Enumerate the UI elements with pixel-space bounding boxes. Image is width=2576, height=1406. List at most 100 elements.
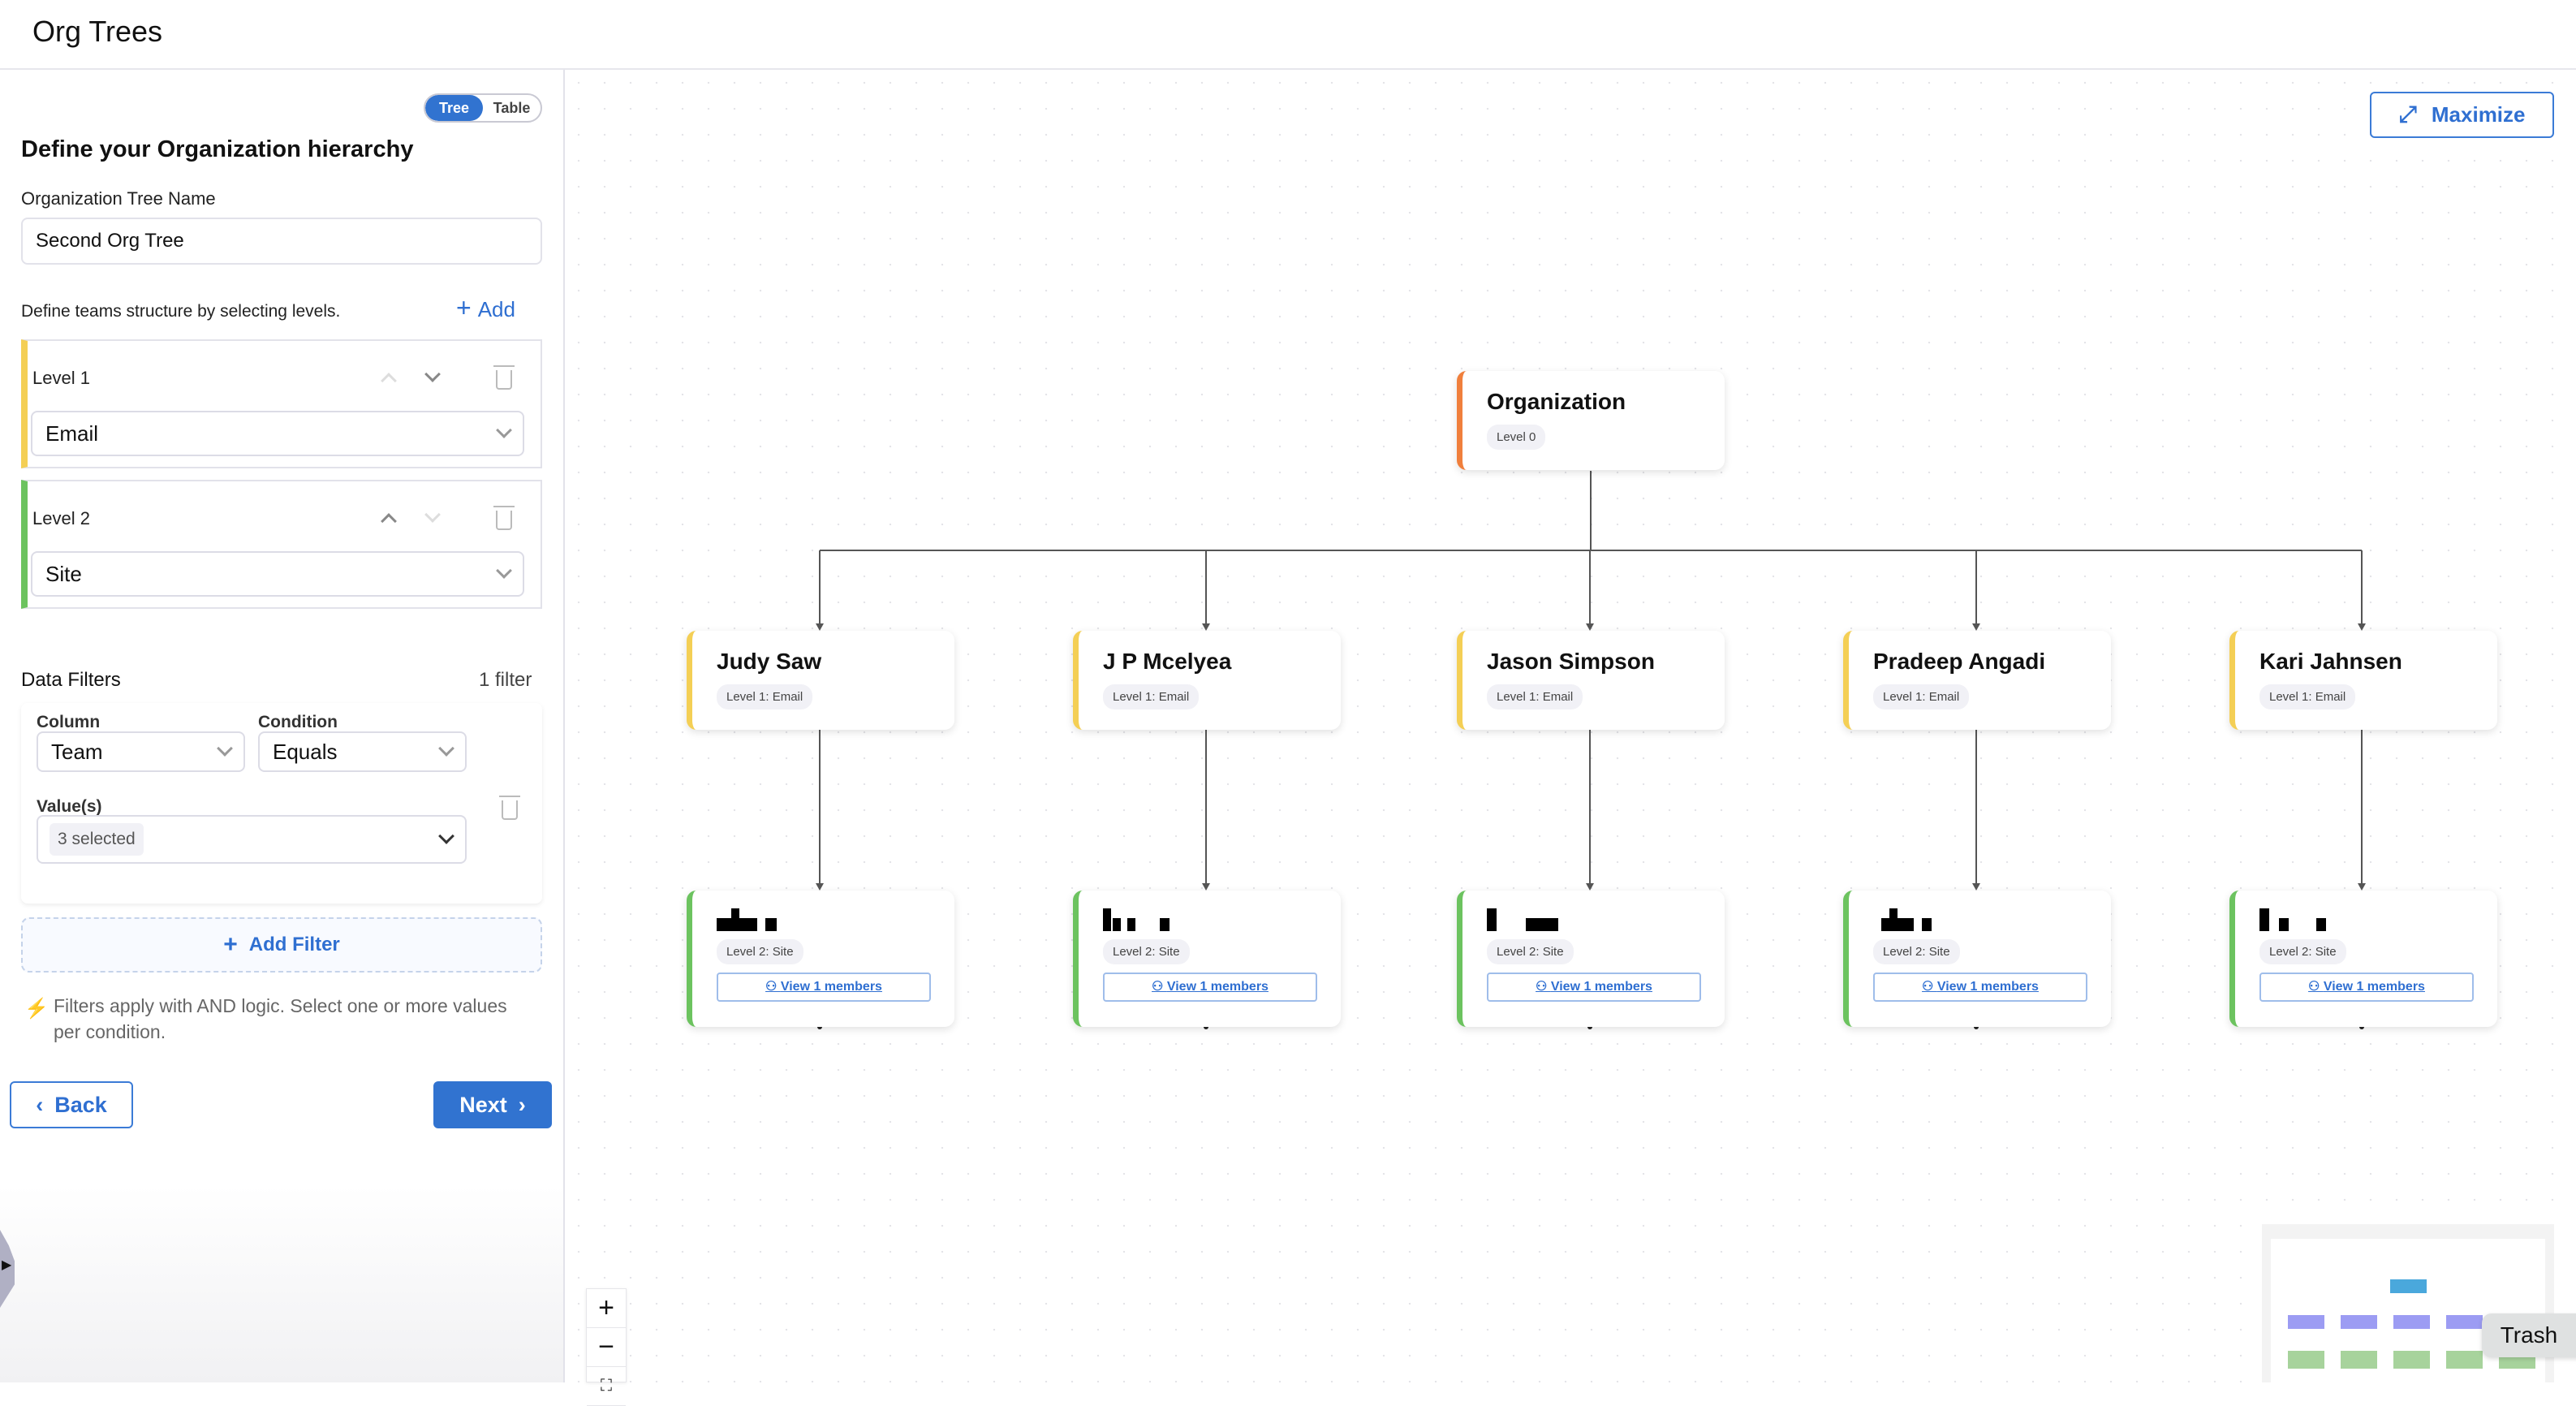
add-filter-label: Add Filter xyxy=(248,934,340,955)
users-icon: ⚇ xyxy=(1922,980,1937,994)
trash-icon[interactable] xyxy=(493,506,515,530)
condition-select[interactable]: Equals xyxy=(258,731,467,772)
users-icon: ⚇ xyxy=(1536,980,1551,994)
toggle-table[interactable]: Table xyxy=(493,99,531,116)
toggle-tree[interactable]: Tree xyxy=(425,95,483,121)
node-level2[interactable]: Level 2: Site ⚇ View 1 members xyxy=(687,891,954,1027)
node-level2[interactable]: Level 2: Site ⚇ View 1 members xyxy=(1457,891,1725,1027)
node-level2[interactable]: Level 2: Site ⚇ View 1 members xyxy=(1073,891,1341,1027)
back-button[interactable]: ‹ Back xyxy=(10,1081,133,1128)
delete-filter-icon[interactable] xyxy=(499,796,520,820)
trash-icon[interactable] xyxy=(493,365,515,390)
arrow-head xyxy=(2358,623,2366,631)
members-label: View 1 members xyxy=(1936,980,2039,994)
level-2-select[interactable]: Site xyxy=(31,551,524,597)
node-organization[interactable]: Organization Level 0 xyxy=(1457,371,1725,470)
node-level1[interactable]: Jason Simpson Level 1: Email xyxy=(1457,631,1725,730)
section-heading: Define your Organization hierarchy xyxy=(21,136,414,162)
node-name: J P Mcelyea xyxy=(1103,649,1232,674)
level-pill: Level 1: Email xyxy=(2259,684,2356,709)
chevron-left-icon: ‹ xyxy=(36,1092,44,1117)
node-level1[interactable]: Pradeep Angadi Level 1: Email xyxy=(1843,631,2111,730)
values-select[interactable]: 3 selected xyxy=(37,815,467,864)
selected-count-chip: 3 selected xyxy=(50,823,144,856)
minimap-level2 xyxy=(2341,1351,2377,1369)
view-members-button[interactable]: ⚇ View 1 members xyxy=(1873,973,2087,1002)
arrow-head xyxy=(1586,623,1594,631)
minimap-level1 xyxy=(2393,1315,2430,1329)
view-members-button[interactable]: ⚇ View 1 members xyxy=(1103,973,1317,1002)
minimap[interactable] xyxy=(2262,1224,2554,1382)
select-value: Team xyxy=(51,739,103,764)
level-label: Level 2 xyxy=(32,508,90,528)
arrow-head xyxy=(1972,883,1980,891)
level-pill: Level 2: Site xyxy=(1103,939,1190,964)
plus-icon: + xyxy=(456,293,472,322)
page-title: Org Trees xyxy=(32,15,163,48)
trash-tooltip: Trash xyxy=(2482,1313,2576,1357)
add-label: Add xyxy=(477,297,515,321)
filter-card: Column Condition Team Equals Value(s) 3 … xyxy=(21,703,542,904)
node-name: Judy Saw xyxy=(717,649,822,674)
view-members-button[interactable]: ⚇ View 1 members xyxy=(1487,973,1701,1002)
fit-view-icon[interactable]: ⛶ xyxy=(587,1367,626,1406)
node-name: Kari Jahnsen xyxy=(2259,649,2402,674)
plus-icon: + xyxy=(223,931,238,958)
view-members-button[interactable]: ⚇ View 1 members xyxy=(717,973,931,1002)
add-level-button[interactable]: + Add xyxy=(456,293,515,322)
column-select[interactable]: Team xyxy=(37,731,245,772)
level-1-select[interactable]: Email xyxy=(31,411,524,456)
maximize-button[interactable]: ⤢ Maximize xyxy=(2370,92,2554,138)
members-label: View 1 members xyxy=(780,980,882,994)
next-button[interactable]: Next› xyxy=(433,1081,552,1128)
arrow-head xyxy=(1202,623,1210,631)
back-label: Back xyxy=(54,1092,107,1117)
tree-name-input[interactable]: Second Org Tree xyxy=(21,218,542,265)
zoom-controls: + − ⛶ xyxy=(586,1288,627,1406)
node-level1[interactable]: J P Mcelyea Level 1: Email xyxy=(1073,631,1341,730)
levels-hint: Define teams structure by selecting leve… xyxy=(21,302,341,321)
expand-icon: ⤢ xyxy=(2398,101,2417,127)
minimap-level1 xyxy=(2288,1315,2324,1329)
zoom-in-button[interactable]: + xyxy=(587,1289,626,1328)
node-level1[interactable]: Kari Jahnsen Level 1: Email xyxy=(2229,631,2497,730)
node-name: Jason Simpson xyxy=(1487,649,1655,674)
view-members-button[interactable]: ⚇ View 1 members xyxy=(2259,973,2474,1002)
redacted-name xyxy=(2259,908,2357,936)
node-level2[interactable]: Level 2: Site ⚇ View 1 members xyxy=(1843,891,2111,1027)
next-label: Next xyxy=(459,1092,507,1117)
arrow-head xyxy=(1586,883,1594,891)
minimap-viewport xyxy=(2271,1239,2545,1382)
minimap-level2 xyxy=(2393,1351,2430,1369)
tree-name-label: Organization Tree Name xyxy=(21,188,216,209)
condition-label: Condition xyxy=(258,713,338,731)
members-label: View 1 members xyxy=(1166,980,1269,994)
add-filter-button[interactable]: + Add Filter xyxy=(21,917,542,973)
level-pill: Level 2: Site xyxy=(2259,939,2346,964)
node-level2[interactable]: Level 2: Site ⚇ View 1 members xyxy=(2229,891,2497,1027)
users-icon: ⚇ xyxy=(1152,980,1167,994)
view-toggle[interactable]: Tree Table xyxy=(424,93,542,123)
node-level1[interactable]: Judy Saw Level 1: Email xyxy=(687,631,954,730)
maximize-label: Maximize xyxy=(2431,102,2526,127)
level-pill: Level 1: Email xyxy=(717,684,813,709)
node-name: Organization xyxy=(1487,389,1626,414)
minimap-level2 xyxy=(2288,1351,2324,1369)
arrow-head xyxy=(1202,883,1210,891)
minimap-level2 xyxy=(2446,1351,2483,1369)
column-label: Column xyxy=(37,713,101,731)
select-value: Equals xyxy=(273,739,338,764)
filter-count: 1 filter xyxy=(479,669,532,691)
filters-title: Data Filters xyxy=(21,669,121,691)
level-pill: Level 1: Email xyxy=(1873,684,1970,709)
minimap-level1 xyxy=(2446,1315,2483,1329)
select-value: Site xyxy=(45,561,82,586)
level-pill: Level 2: Site xyxy=(1873,939,1960,964)
users-icon: ⚇ xyxy=(2308,980,2324,994)
level-label: Level 1 xyxy=(32,368,90,388)
zoom-out-button[interactable]: − xyxy=(587,1328,626,1367)
values-label: Value(s) xyxy=(37,797,102,816)
redacted-name xyxy=(1873,908,1971,936)
minimap-level1 xyxy=(2341,1315,2377,1329)
